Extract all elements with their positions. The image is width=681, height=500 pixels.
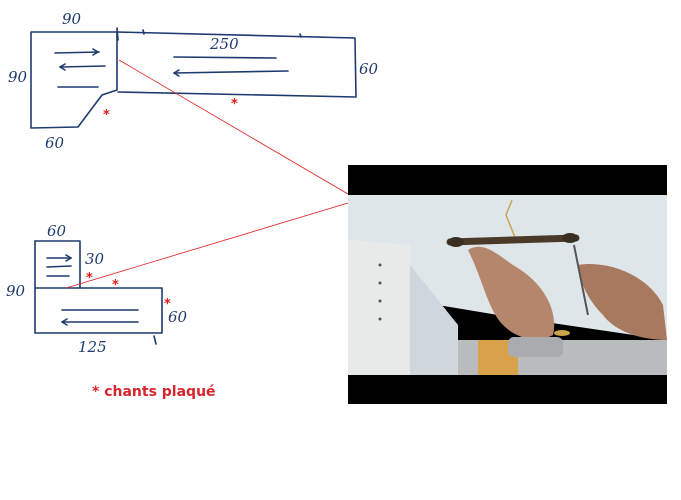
top-dim-top-left: 90 xyxy=(62,10,82,28)
bottom-edge-star-top: * xyxy=(112,278,119,293)
top-dim-bottom-left: 60 xyxy=(45,134,65,152)
top-dim-top-right: 250 xyxy=(209,35,239,53)
bottom-dim-top: 60 xyxy=(47,222,67,240)
connector-line-top xyxy=(118,59,349,195)
bottom-dim-left: 90 xyxy=(6,282,26,300)
bottom-edge-star-right: * xyxy=(164,297,171,312)
top-dim-right: 60 xyxy=(359,60,379,78)
video-frame xyxy=(348,165,667,404)
top-edge-star-diagonal: * xyxy=(103,108,110,123)
bottom-dim-right: 60 xyxy=(168,308,188,326)
connector-line-bottom xyxy=(65,202,349,289)
top-edge-star-bottom: * xyxy=(231,97,238,112)
top-dim-left: 90 xyxy=(8,68,28,86)
video-still-image xyxy=(348,165,667,404)
bottom-countertop-shape xyxy=(34,240,163,345)
bottom-edge-star-notch: * xyxy=(86,271,93,286)
bottom-dim-bottom: 125 xyxy=(78,338,107,356)
legend-chants-plaque: * chants plaqué xyxy=(92,384,216,400)
top-countertop-shape xyxy=(30,27,357,129)
bottom-dim-notch: 30 xyxy=(85,250,105,268)
